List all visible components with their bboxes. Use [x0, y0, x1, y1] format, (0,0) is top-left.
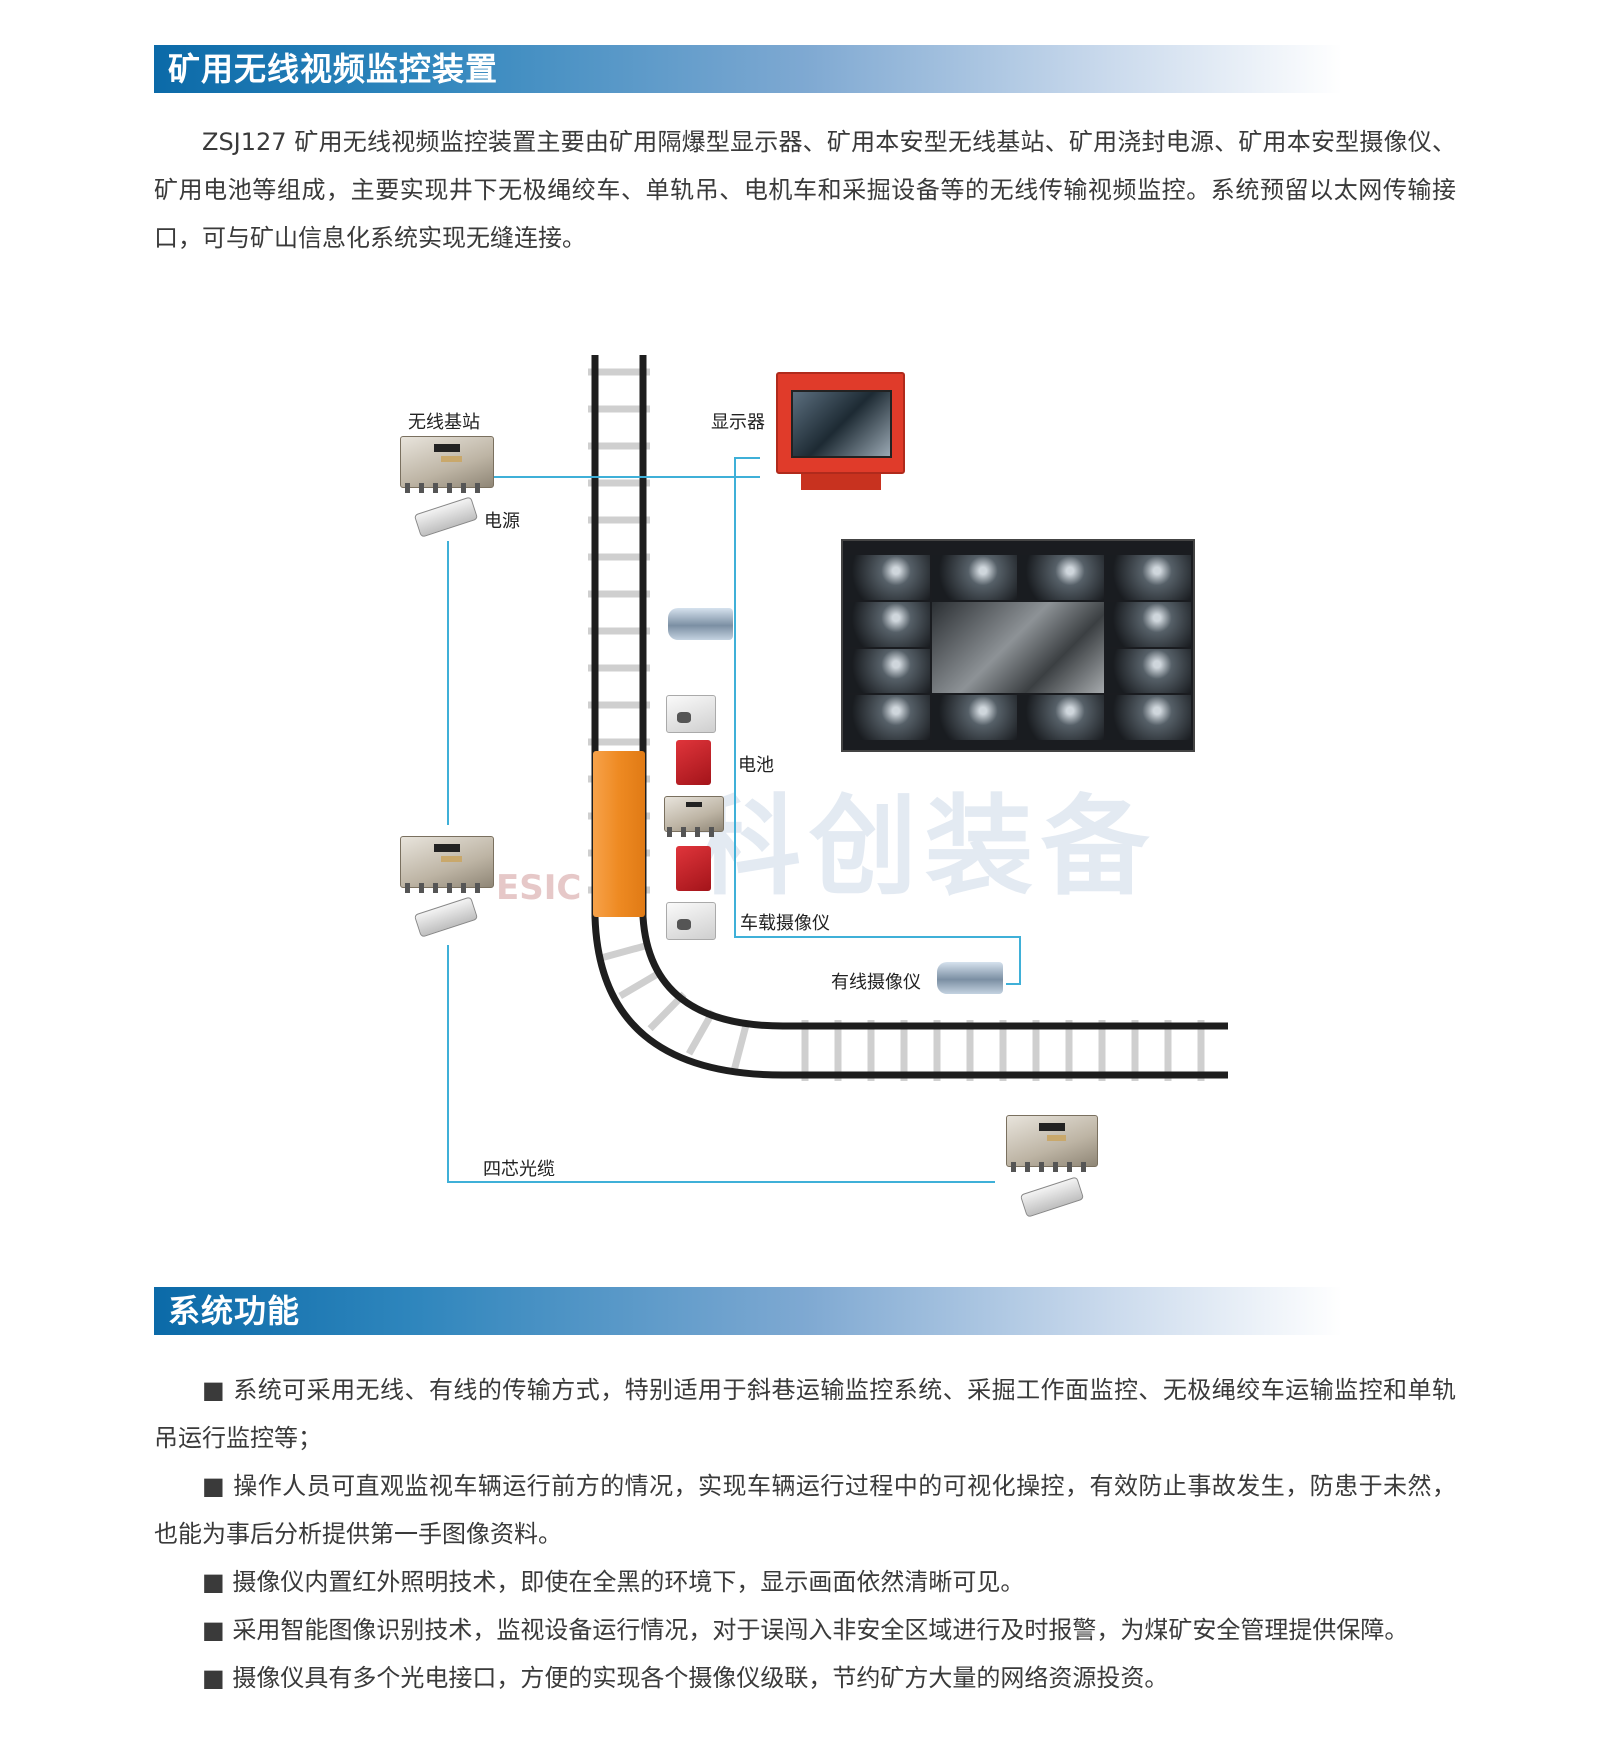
watermark: 科创装备 [693, 785, 1158, 910]
square-bullet-icon: ■ [202, 1616, 225, 1644]
section-header-device: 矿用无线视频监控装置 [154, 45, 1342, 93]
function-item-text: 采用智能图像识别技术，监视设备运行情况，对于误闯入非安全区域进行及时报警，为煤矿… [232, 1616, 1409, 1644]
watermark-logo: ESIC [496, 868, 582, 908]
mine-cart [593, 751, 645, 917]
square-bullet-icon: ■ [202, 1664, 225, 1692]
vehicle-base-station-device [664, 796, 724, 837]
function-item-text: 操作人员可直观监视车辆运行前方的情况，实现车辆运行过程中的可视化操控，有效防止事… [154, 1472, 1456, 1548]
function-item: ■ 摄像仪内置红外照明技术，即使在全黑的环境下，显示画面依然清晰可见。 [154, 1558, 1456, 1606]
fiber-cable-line [447, 945, 995, 1183]
base-station-device [400, 436, 494, 493]
function-item: ■ 摄像仪具有多个光电接口，方便的实现各个摄像仪级联，节约矿方大量的网络资源投资… [154, 1654, 1456, 1702]
cables [447, 457, 1021, 1183]
square-bullet-icon: ■ [202, 1568, 225, 1596]
cable-display-to-wired-camera [734, 457, 1021, 985]
label-base-station: 无线基站 [408, 412, 480, 433]
base-station-device-2 [400, 836, 494, 893]
label-battery: 电池 [738, 755, 774, 776]
battery-device [676, 740, 711, 785]
function-item: ■ 操作人员可直观监视车辆运行前方的情况，实现车辆运行过程中的可视化操控，有效防… [154, 1462, 1456, 1558]
explosion-proof-display [776, 372, 905, 490]
monitoring-screen-image [841, 539, 1195, 752]
square-bullet-icon: ■ [202, 1376, 226, 1404]
rail-tie [685, 1009, 717, 1056]
function-item-text: 摄像仪内置红外照明技术，即使在全黑的环境下，显示画面依然清晰可见。 [232, 1568, 1025, 1596]
label-fiber-cable: 四芯光缆 [483, 1159, 555, 1180]
section-title: 系统功能 [168, 1292, 301, 1330]
vehicle-camera-device-2 [666, 902, 716, 940]
label-display: 显示器 [711, 412, 765, 433]
function-list: ■ 系统可采用无线、有线的传输方式，特别适用于斜巷运输监控系统、采掘工作面监控、… [154, 1366, 1456, 1702]
inner-rail [639, 355, 1228, 1030]
function-item-text: 摄像仪具有多个光电接口，方便的实现各个摄像仪级联，节约矿方大量的网络资源投资。 [232, 1664, 1169, 1692]
label-vehicle-camera: 车载摄像仪 [740, 913, 830, 934]
square-bullet-icon: ■ [202, 1472, 226, 1500]
battery-device-2 [676, 846, 711, 891]
rail-tie [618, 968, 664, 1000]
outer-rail [591, 355, 1228, 1079]
rail-tie [730, 1021, 751, 1071]
function-item: ■ 系统可采用无线、有线的传输方式，特别适用于斜巷运输监控系统、采掘工作面监控、… [154, 1366, 1456, 1462]
wired-camera-device [937, 962, 1003, 994]
label-power: 电源 [484, 511, 520, 532]
camera-device [668, 608, 733, 640]
section-header-functions: 系统功能 [154, 1287, 1342, 1335]
function-item-text: 系统可采用无线、有线的传输方式，特别适用于斜巷运输监控系统、采掘工作面监控、无极… [154, 1376, 1456, 1452]
intro-paragraph: ZSJ127 矿用无线视频监控装置主要由矿用隔爆型显示器、矿用本安型无线基站、矿… [154, 118, 1456, 262]
section-title: 矿用无线视频监控装置 [168, 50, 499, 88]
label-wired-camera: 有线摄像仪 [831, 972, 921, 993]
intro-text: ZSJ127 矿用无线视频监控装置主要由矿用隔爆型显示器、矿用本安型无线基站、矿… [154, 128, 1456, 252]
base-station-device-3 [1006, 1115, 1098, 1172]
function-item: ■ 采用智能图像识别技术，监视设备运行情况，对于误闯入非安全区域进行及时报警，为… [154, 1606, 1456, 1654]
rail-tie [600, 941, 649, 962]
vehicle-camera-device [666, 695, 716, 733]
